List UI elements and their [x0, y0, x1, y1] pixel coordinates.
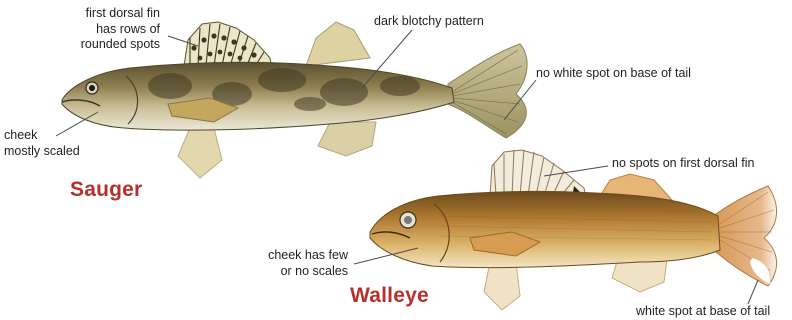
sauger-tail-label: no white spot on base of tail — [536, 66, 691, 82]
sauger-dorsal-fin-label: first dorsal fin has rows of rounded spo… — [81, 6, 160, 53]
sauger-pelvic-fin — [178, 128, 222, 178]
walleye-pelvic-fin — [484, 262, 520, 310]
walleye-name: Walleye — [350, 284, 429, 308]
sauger-pattern-label: dark blotchy pattern — [374, 14, 484, 30]
walleye-dorsal-fin-label: no spots on first dorsal fin — [612, 156, 754, 172]
leader-walleye-tail — [748, 280, 758, 304]
sauger-name: Sauger — [70, 178, 142, 202]
walleye-tail-label: white spot at base of tail — [636, 304, 770, 320]
sauger-cheek-label: cheek mostly scaled — [4, 128, 80, 159]
sauger-body — [62, 62, 454, 130]
sauger-second-dorsal-fin — [306, 22, 370, 66]
sauger-anal-fin — [318, 122, 376, 156]
walleye-cheek-label: cheek has few or no scales — [268, 248, 348, 279]
walleye-body — [370, 192, 720, 268]
walleye-illustration — [370, 150, 777, 310]
